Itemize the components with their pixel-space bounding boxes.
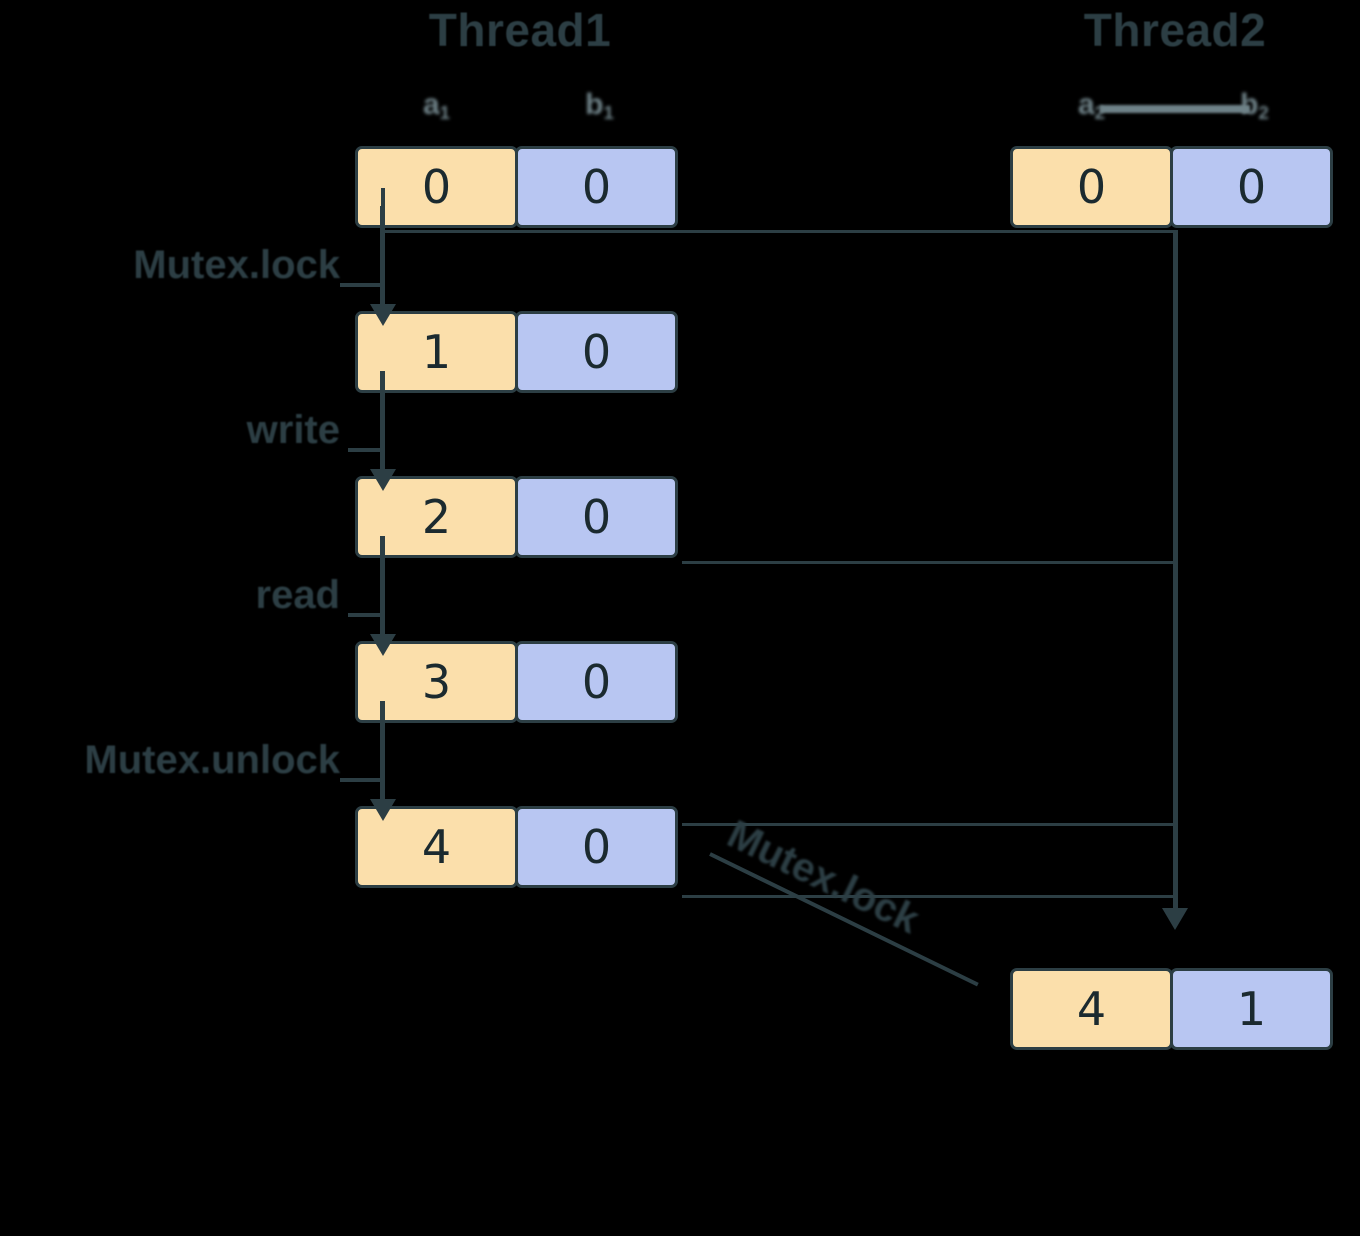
thread1-cell-b-2: 0	[515, 476, 678, 558]
thread2-title: Thread2	[1083, 4, 1267, 56]
thread1-var-a-name: a	[422, 88, 440, 121]
thread1-state-row-1: 1 0	[355, 311, 678, 393]
thread2-cell-a-0: 0	[1010, 146, 1173, 228]
thread2-cell-b-1: 1	[1170, 968, 1333, 1050]
thread1-flow-arrowhead-2	[370, 634, 396, 656]
thread2-cell-b-0: 0	[1170, 146, 1333, 228]
op-label-write: write	[246, 408, 340, 452]
thread1-cell-b-0: 0	[515, 146, 678, 228]
thread1-flow-start-tick	[381, 188, 385, 210]
op-label-read: read	[255, 573, 341, 617]
thread1-flow-line-2	[380, 536, 385, 636]
op-leader-mutex-lock	[340, 283, 382, 287]
thread2-state-row-0: 0 0	[1010, 146, 1333, 228]
thread1-var-a-label: a1	[355, 88, 518, 124]
thread1-title: Thread1	[428, 4, 612, 56]
op-leader-write	[348, 448, 382, 452]
thread1-cell-b-3: 0	[515, 641, 678, 723]
sync-line-row2	[682, 561, 1177, 564]
thread1-var-a-subscript: 1	[439, 101, 451, 123]
thread2-var-a-subscript: 2	[1095, 102, 1105, 123]
thread1-state-row-0: 0 0	[355, 146, 678, 228]
thread1-cell-a-0: 0	[355, 146, 518, 228]
thread1-flow-arrowhead-1	[370, 469, 396, 491]
thread1-state-row-3: 3 0	[355, 641, 678, 723]
thread2-var-link-bar	[1100, 105, 1250, 113]
thread1-cell-b-1: 0	[515, 311, 678, 393]
op-leader-read	[348, 613, 382, 617]
thread2-state-row-1: 4 1	[1010, 968, 1333, 1050]
thread1-var-b-label: b1	[518, 88, 681, 124]
thread1-flow-line-3	[380, 701, 385, 801]
thread1-var-b-name: b	[585, 88, 604, 121]
op-label-mutex-lock-2: Mutex.lock	[720, 812, 926, 943]
thread2-var-a-label: a2	[1010, 88, 1173, 124]
thread2-var-b-subscript: 2	[1258, 101, 1269, 123]
thread1-flow-line-0	[380, 206, 385, 306]
thread1-flow-line-1	[380, 371, 385, 471]
sync-line-row4-top	[682, 823, 1177, 826]
sync-line-row0	[382, 230, 1177, 233]
thread1-flow-arrowhead-3	[370, 799, 396, 821]
thread1-state-row-4: 4 0	[355, 806, 678, 888]
thread2-var-a-name: a	[1077, 88, 1095, 121]
thread2-flow-line	[1173, 230, 1178, 920]
op-label-mutex-unlock: Mutex.unlock	[84, 738, 340, 782]
thread2-flow-arrowhead	[1162, 908, 1188, 930]
thread1-state-row-2: 2 0	[355, 476, 678, 558]
op-label-mutex-lock: Mutex.lock	[133, 243, 340, 287]
thread1-cell-b-4: 0	[515, 806, 678, 888]
thread1-var-b-subscript: 1	[603, 101, 614, 123]
sync-line-row4-bottom	[682, 895, 1177, 898]
op-leader-mutex-unlock	[340, 778, 382, 782]
thread1-flow-arrowhead-0	[370, 304, 396, 326]
thread2-cell-a-1: 4	[1010, 968, 1173, 1050]
